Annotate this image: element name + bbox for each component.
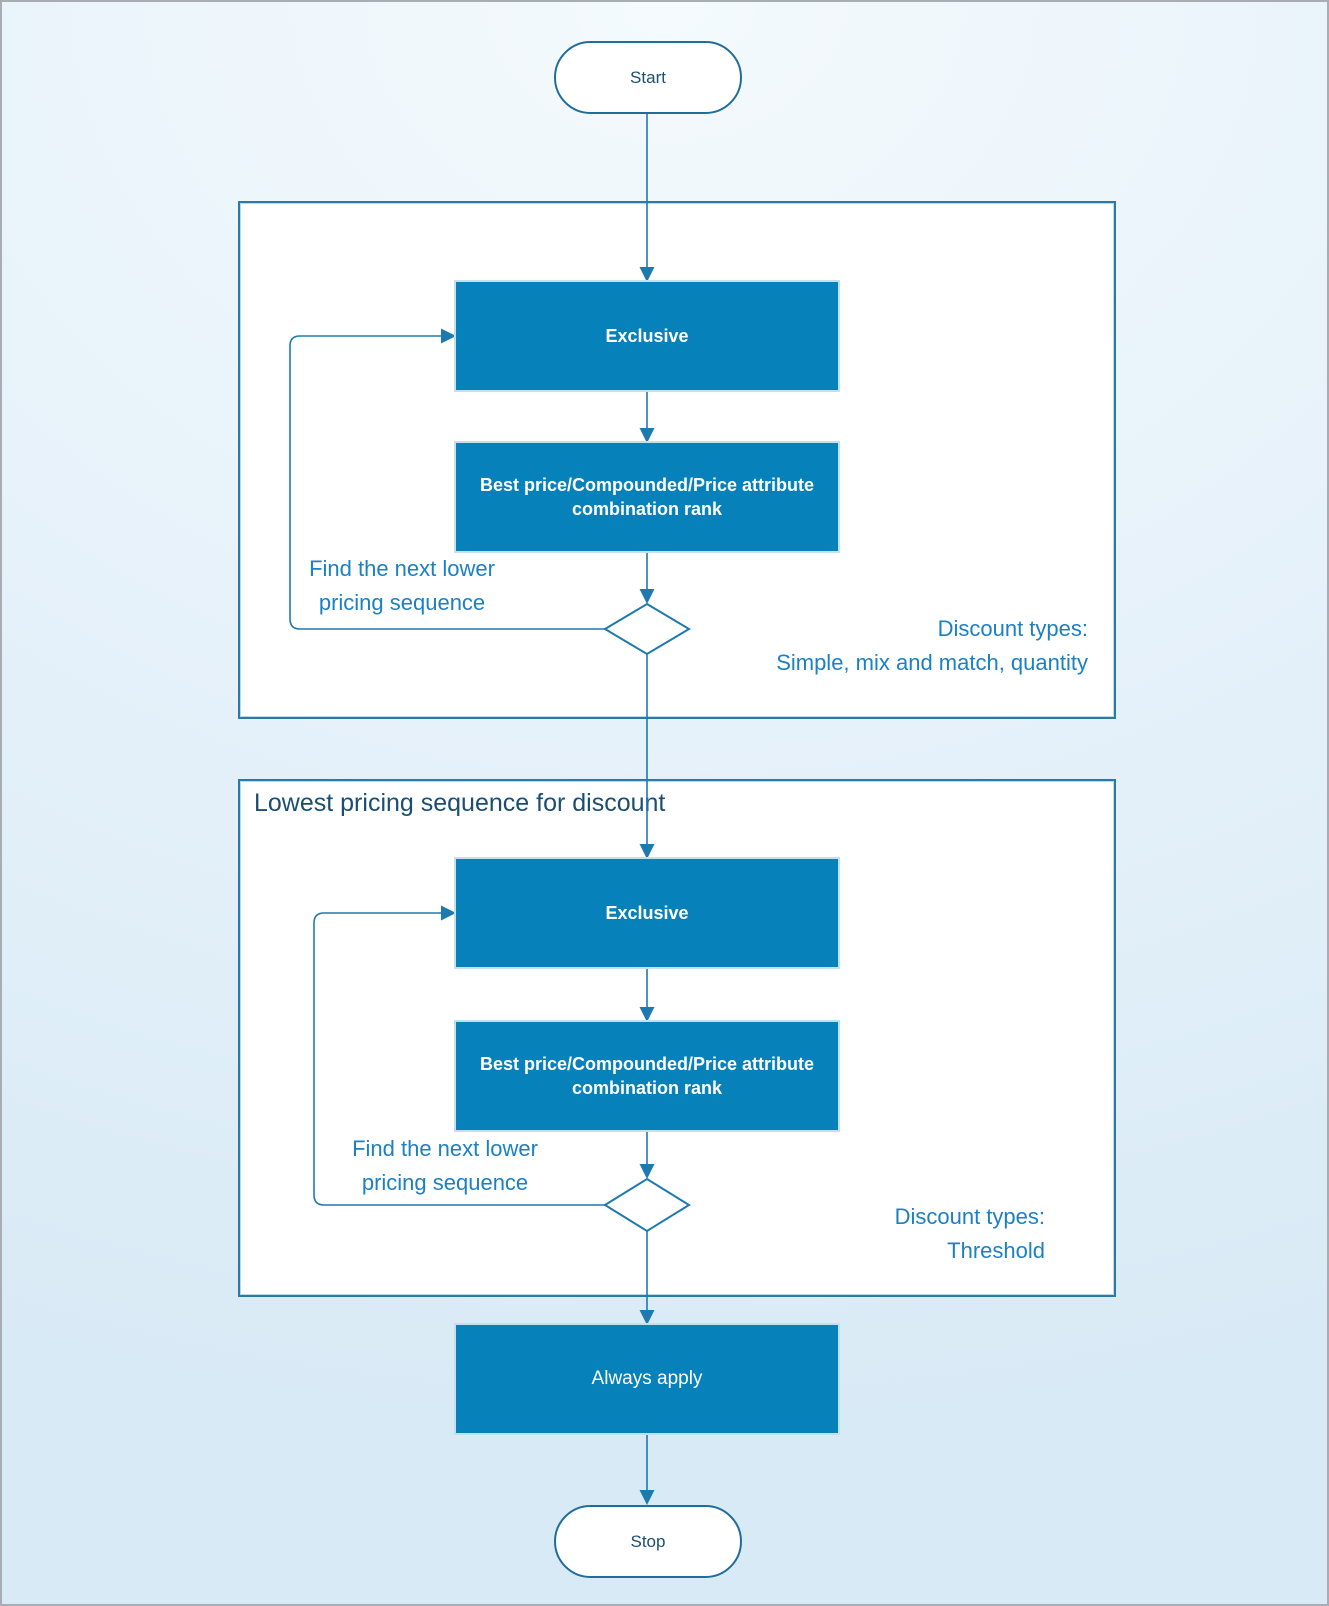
loop-annotation-1: Find the next lower pricing sequence	[309, 556, 495, 615]
start-node: Start	[554, 41, 742, 114]
process-node-label: Best price/Compounded/Price attribute co…	[479, 474, 815, 519]
process-node-label: Best price/Compounded/Price attribute co…	[479, 1053, 815, 1098]
process-node-label: Exclusive	[605, 325, 689, 346]
process-node-exclusive-2: Exclusive	[456, 859, 838, 967]
process-node-best-price-2: Best price/Compounded/Price attribute co…	[456, 1022, 838, 1130]
start-label: Start	[630, 67, 666, 87]
stop-label: Stop	[630, 1531, 666, 1551]
group-title-lowest-pricing-sequence: Lowest pricing sequence for discount	[254, 789, 666, 817]
discount-types-annotation-1: Discount types: Simple, mix and match, q…	[776, 616, 1088, 675]
process-node-best-price-1: Best price/Compounded/Price attribute co…	[456, 443, 838, 551]
process-node-label: Always apply	[591, 1368, 703, 1390]
discount-types-annotation-2: Discount types: Threshold	[894, 1204, 1045, 1263]
process-node-label: Exclusive	[605, 902, 689, 923]
loop-annotation-2: Find the next lower pricing sequence	[352, 1136, 538, 1195]
stop-node: Stop	[554, 1505, 742, 1578]
arrowhead-icon	[639, 1310, 655, 1325]
process-node-exclusive-1: Exclusive	[456, 282, 838, 390]
process-node-always-apply: Always apply	[456, 1325, 838, 1433]
arrowhead-icon	[639, 1490, 655, 1505]
